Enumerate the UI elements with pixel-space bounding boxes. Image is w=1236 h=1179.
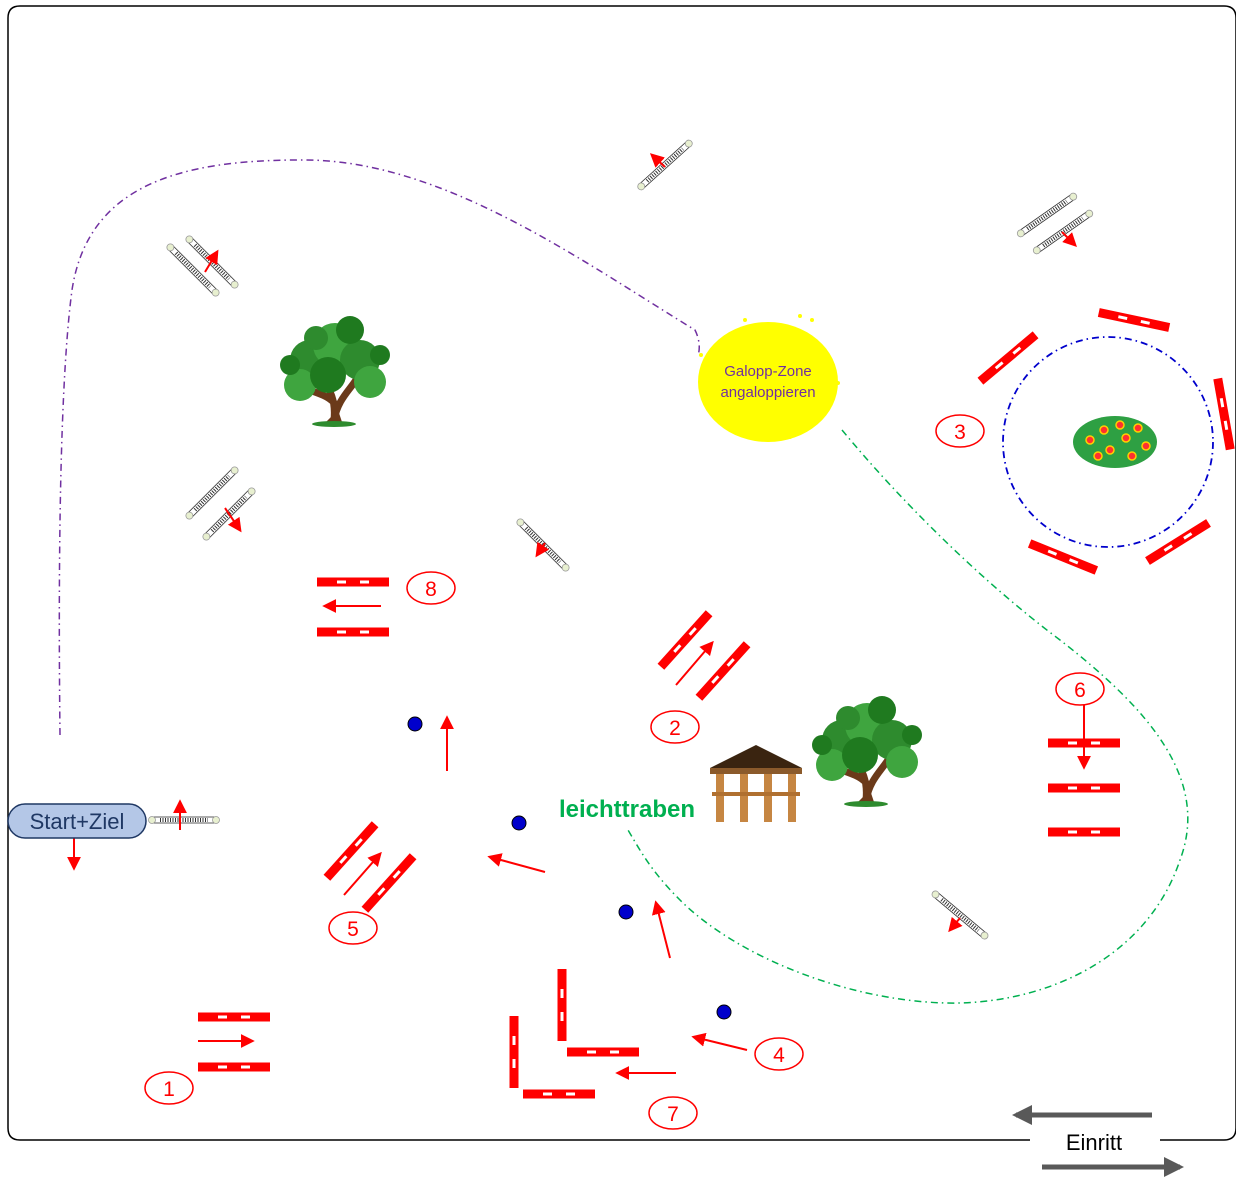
pole-obstacle-5b [361,853,417,913]
cone-marker [407,716,423,732]
obstacle-number-3: 3 [935,414,985,448]
pavilion-icon [710,745,802,822]
flower-bush-icon [1073,416,1157,468]
direction-arrow [651,900,671,959]
pole-obstacle-3b [1097,308,1171,332]
obstacle-number-6: 6 [1055,672,1105,706]
obstacle-number-4: 4 [754,1037,804,1071]
pole-obstacle-8a [317,577,389,587]
pole-obstacle-4a [557,969,567,1041]
direction-arrow [487,853,546,873]
svg-text:6: 6 [1074,679,1086,702]
direction-arrow [224,507,242,533]
pole-obstacle-2a [657,610,713,670]
gallop-zone-line1: Galopp-Zone [724,363,812,380]
pole-obstacle-3a [977,331,1039,385]
pole-obstacle-2b [695,641,751,701]
obstacle-number-5: 5 [328,911,378,945]
direction-arrow [1061,231,1077,247]
green-path [627,429,1189,1004]
pole-obstacle-5a [323,821,379,881]
entrance: Einritt [1012,1105,1184,1177]
svg-text:8: 8 [425,578,437,601]
svg-text:1: 1 [163,1078,175,1101]
obstacle-number-1: 1 [144,1071,194,1105]
arena-border [7,5,1236,1141]
start-finish-label: Start+Ziel [30,809,125,834]
obstacle-number-7: 7 [648,1096,698,1130]
pole-obstacle-3d [1145,519,1211,565]
pole-obstacle-8b [317,627,389,637]
obstacle-number-8: 8 [406,571,456,605]
direction-arrow [675,640,714,686]
start-finish-marker: Start+Ziel [7,803,147,839]
purple-path [58,159,700,736]
pole-obstacle-7b [523,1089,595,1099]
trot-label: leichttraben [559,796,695,823]
direction-arrow [343,851,382,896]
svg-text:3: 3 [954,421,966,444]
svg-text:4: 4 [773,1044,785,1067]
cone-marker [716,1004,732,1020]
direction-arrow [535,541,550,558]
pole-obstacle-3c [1213,377,1235,451]
gallop-zone: Galopp-Zone angaloppieren [698,314,840,442]
pole-obstacle-4b [567,1047,639,1057]
svg-text:7: 7 [667,1103,679,1126]
direction-arrow [649,153,666,168]
pole-obstacle-7a [509,1016,519,1088]
svg-text:5: 5 [347,918,359,941]
striped-pole [928,887,992,943]
pole-obstacle-1b [198,1062,270,1072]
entrance-label: Einritt [1066,1130,1122,1155]
svg-text:2: 2 [669,717,681,740]
tree-icon [280,316,390,427]
pole-obstacle-1a [198,1012,270,1022]
direction-arrow [948,916,963,933]
blue-volte-circle [1002,336,1214,548]
pole-obstacle-6b [1048,783,1120,793]
obstacle-number-2: 2 [650,710,700,744]
cone-marker [618,904,634,920]
direction-arrow [204,249,219,273]
tree-icon [812,696,922,807]
striped-pole [634,136,696,194]
gallop-zone-line2: angaloppieren [720,384,815,401]
striped-pole [165,242,220,297]
cone-marker [511,815,527,831]
direction-arrow [691,1032,748,1051]
striped-pole [146,814,222,826]
pole-obstacle-6c [1048,827,1120,837]
